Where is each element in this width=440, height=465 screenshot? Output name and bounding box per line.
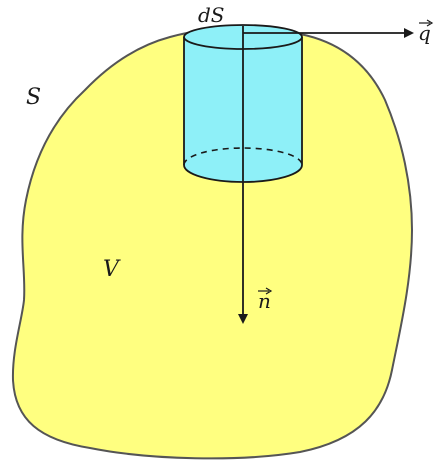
volume-region bbox=[11, 26, 414, 460]
heat-flux-label: q bbox=[418, 19, 434, 45]
area-element-label: dS bbox=[198, 3, 225, 27]
heat-flux-overarrow-head bbox=[426, 19, 434, 27]
volume-label: V bbox=[103, 257, 121, 282]
normal-symbol: n bbox=[258, 289, 271, 313]
heat-flux-symbol: q bbox=[418, 21, 431, 45]
surface-label: S bbox=[26, 85, 41, 110]
normal-overarrow-head bbox=[265, 287, 273, 295]
normal-label: n bbox=[258, 287, 273, 313]
